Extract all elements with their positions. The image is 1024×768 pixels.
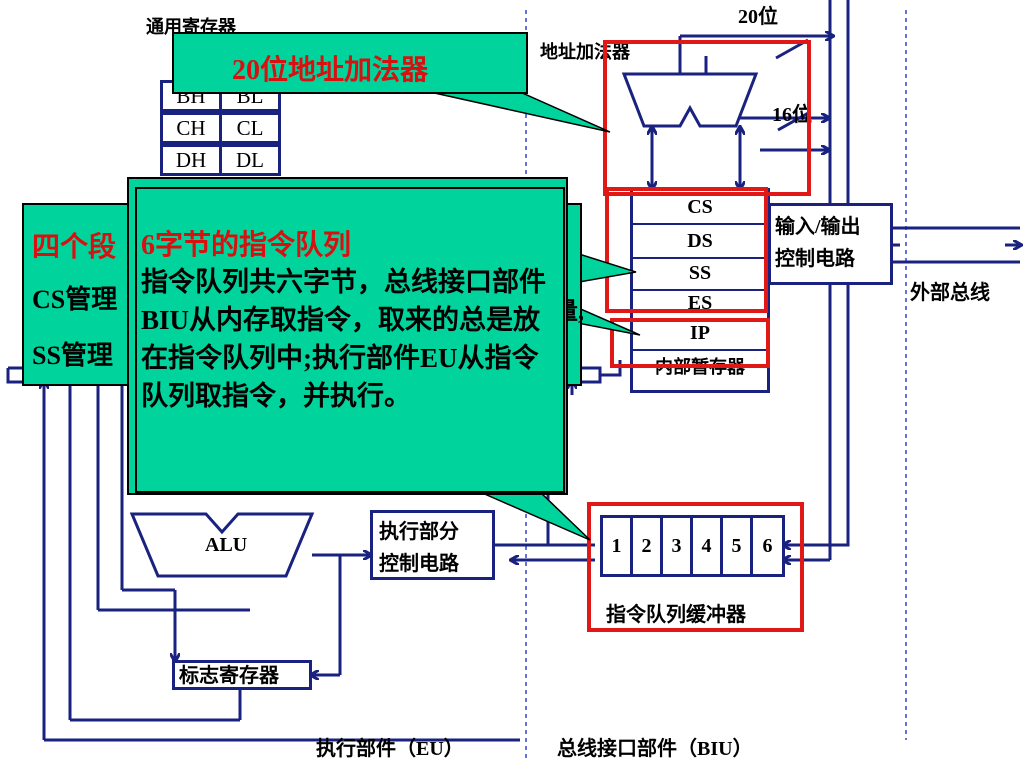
callout-segments-line2: CS管理	[32, 285, 118, 314]
register-cl: CL	[219, 112, 281, 144]
callout-segments-line3: SS管理	[32, 341, 113, 370]
segment-ds: DS	[687, 230, 713, 252]
io-label-1: 输入/输出	[775, 216, 861, 238]
highlight-instruction-queue	[587, 502, 804, 632]
io-control-box: 输入/输出 控制电路	[768, 203, 893, 285]
register-ip: IP	[690, 322, 710, 344]
alu-label: ALU	[205, 534, 248, 556]
queue-cell: 4	[693, 518, 723, 574]
queue-cell: 3	[663, 518, 693, 574]
biu-footer-label: 总线接口部件（BIU）	[557, 738, 753, 760]
callout-queue-body: 指令队列共六字节，总线接口部件BIU从内存取指令，取来的总是放在指令队列中;执行…	[141, 267, 546, 411]
flags-label: 标志寄存器	[179, 665, 279, 687]
address-adder-shape	[621, 72, 759, 128]
io-label-2: 控制电路	[775, 248, 855, 270]
segment-cs: CS	[687, 196, 713, 218]
segment-ss: SS	[688, 262, 712, 284]
queue-label: 指令队列缓冲器	[606, 604, 746, 626]
eu-ctrl-label-2: 控制电路	[379, 553, 459, 575]
flags-register: 标志寄存器	[172, 660, 312, 690]
instruction-queue: 1 2 3 4 5 6	[600, 515, 785, 577]
highlight-address-adder	[603, 40, 811, 196]
queue-cell: 1	[603, 518, 633, 574]
highlight-segment-regs	[605, 187, 768, 313]
segment-register-stack: CS DS SS ES IP 内部暂存器	[630, 188, 770, 393]
alu-shape	[129, 512, 315, 578]
eu-control-box: 执行部分 控制电路	[370, 510, 495, 580]
bits16-label: 16位	[772, 104, 812, 126]
register-dh: DH	[160, 144, 222, 176]
eu-footer-label: 执行部件（EU）	[316, 738, 464, 760]
segment-es: ES	[687, 292, 713, 314]
queue-cell: 5	[723, 518, 753, 574]
callout-instruction-queue: 6字节的指令队列 指令队列共六字节，总线接口部件BIU从内存取指令，取来的总是放…	[135, 187, 565, 493]
queue-cell: 6	[762, 535, 773, 557]
external-bus-label: 外部总线	[910, 282, 990, 304]
callout-segments-title: 四个段	[32, 232, 117, 263]
eu-ctrl-label-1: 执行部分	[379, 521, 459, 543]
callout-queue-title: 6字节的指令队列	[141, 230, 352, 261]
queue-cell: 2	[633, 518, 663, 574]
register-dl: DL	[219, 144, 281, 176]
register-ch: CH	[160, 112, 222, 144]
callout-address-adder-text: 20位地址加法器	[232, 55, 429, 86]
highlight-ip	[610, 318, 770, 368]
address-adder-label: 地址加法器	[540, 42, 630, 62]
bits20-label: 20位	[738, 6, 778, 28]
callout-address-adder: 20位地址加法器	[172, 32, 528, 94]
